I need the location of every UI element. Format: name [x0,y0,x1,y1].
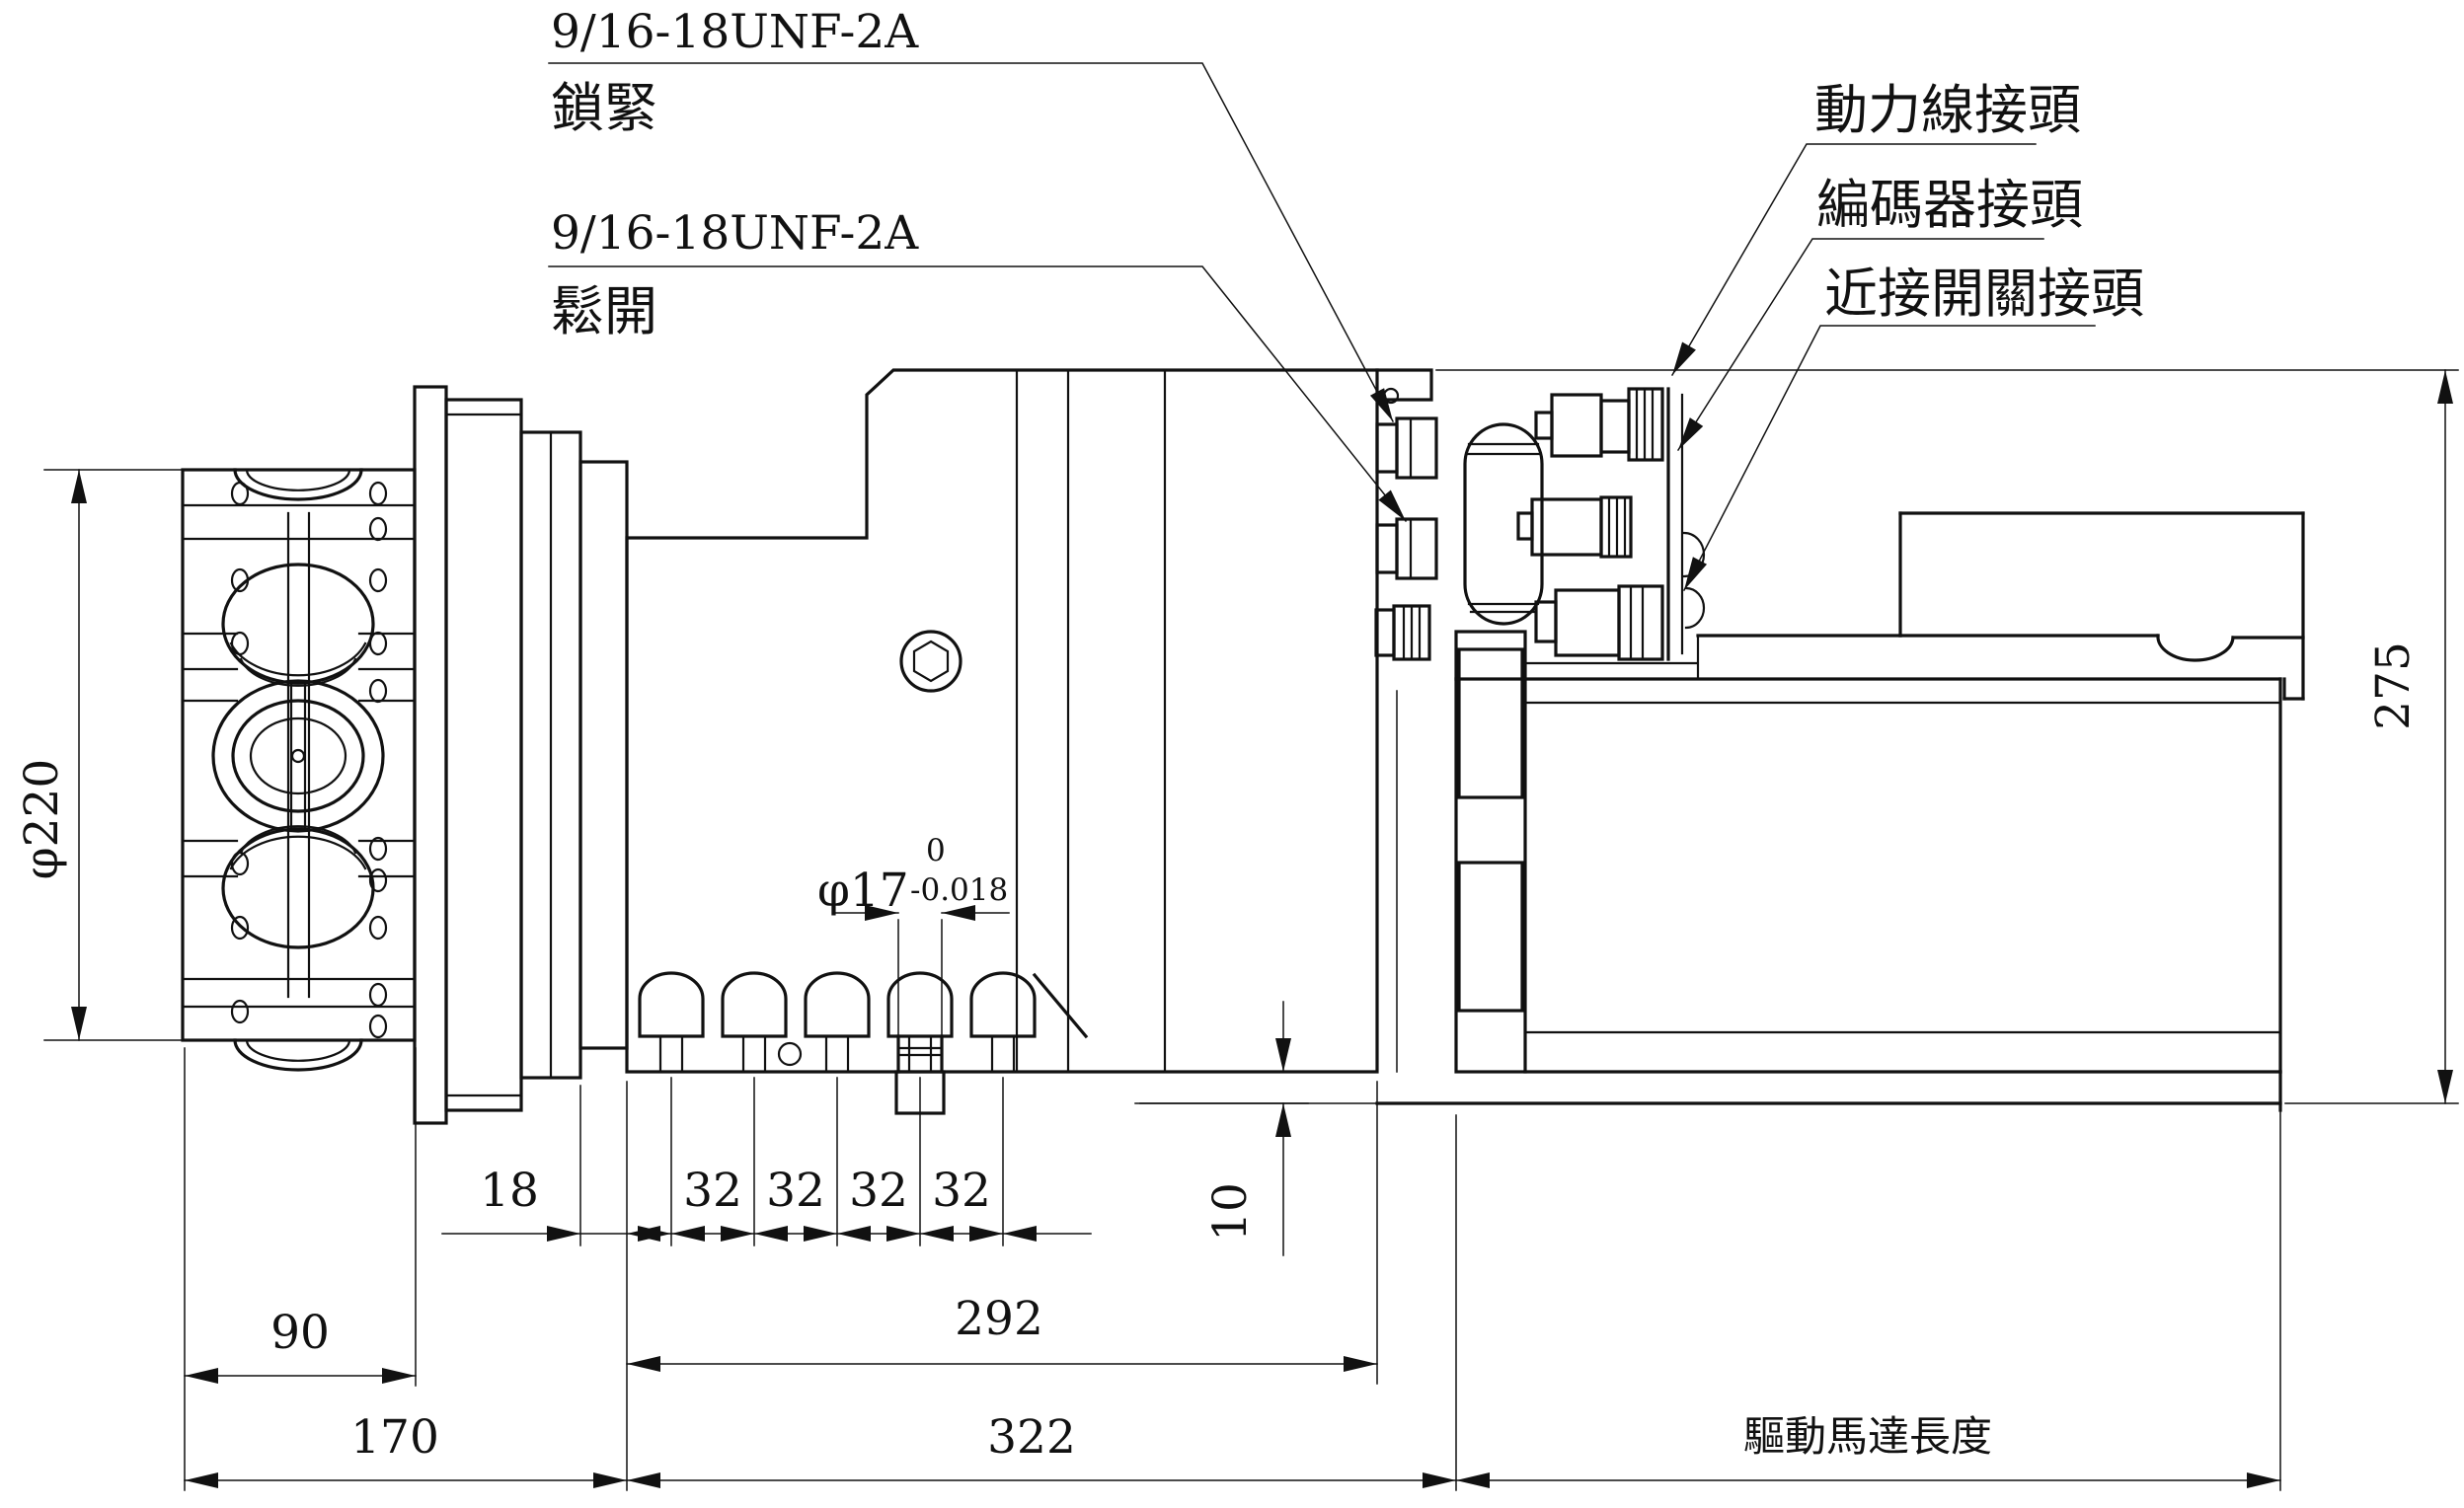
plug-lock [1375,416,1438,480]
dim-170-text: 170 [350,1410,439,1465]
plug-ribbed [1374,604,1431,661]
right-face-plugs [1374,387,1438,661]
dim-slot-chain: 18 32 32 32 32 [441,1077,1092,1246]
dim-phi17-text: φ17 [817,864,909,918]
callout-encoder: 編碼器接頭 [1671,174,2083,455]
spindle-flange-stack [413,385,629,1125]
dim-offset-10: 10 [1139,1001,1309,1256]
callout-proximity: 近接開關接頭 [1676,263,2144,594]
dim-bottom-chain: 170 322 驅動馬達長度 [184,1081,2281,1491]
dim-18-text: 18 [480,1164,539,1218]
dim-275-text: 275 [2366,641,2421,730]
dim-10-text: 10 [1203,1182,1258,1242]
callout-thread-release: 9/16-18UNF-2A 鬆開 [548,206,1413,527]
dim-292-text: 292 [955,1292,1043,1346]
dim-motor-length-text: 驅動馬達長度 [1743,1412,1992,1461]
dim-height-275: 275 [1435,369,2459,1104]
dim-faceplate-diameter: φ220 [15,469,182,1041]
main-body [625,368,1433,1115]
coupling-capsule [1463,422,1544,626]
dim-body-length: 292 [626,1081,1378,1385]
dim-90-text: 90 [270,1306,330,1360]
thread-release-spec: 9/16-18UNF-2A [551,206,919,261]
motor-adapter [1396,630,1527,1074]
proximity-switch-connector [1534,584,1664,661]
plug-release [1375,517,1438,580]
dim-32-4-text: 32 [932,1164,991,1218]
power-label: 動力線接頭 [1814,79,2081,141]
dim-32-3-text: 32 [849,1164,908,1218]
dim-bore-phi17: φ17 0 -0.018 [817,833,1010,1037]
dim-phi17-tol-lower: -0.018 [910,872,1008,908]
thread-lock-spec: 9/16-18UNF-2A [551,5,919,59]
hex-socket-screw [899,630,962,693]
callout-power: 動力線接頭 [1665,79,2081,379]
proximity-label: 近接開關接頭 [1824,263,2144,325]
connector-cluster [1459,387,1706,665]
dim-phi17-tol-upper: 0 [926,833,946,868]
dim-322-text: 322 [987,1410,1076,1465]
dim-faceplate-width: 90 [184,1047,417,1491]
t-slot-clamps [638,971,1089,1074]
callout-thread-lock: 9/16-18UNF-2A 鎖緊 [548,5,1401,425]
terminal-box [1696,511,2305,701]
faceplate [181,468,417,1072]
dim-32-1-text: 32 [683,1164,742,1218]
encoder-connector [1516,495,1633,559]
thread-release-action: 鬆開 [551,280,657,342]
encoder-label: 編碼器接頭 [1816,174,2083,236]
dim-32-2-text: 32 [766,1164,825,1218]
drive-motor [1134,511,2305,1112]
thread-lock-action: 鎖緊 [551,77,657,139]
power-line-connector [1534,387,1664,462]
faceplate-center-features [211,468,385,1072]
dim-phi220-text: φ220 [15,759,69,880]
